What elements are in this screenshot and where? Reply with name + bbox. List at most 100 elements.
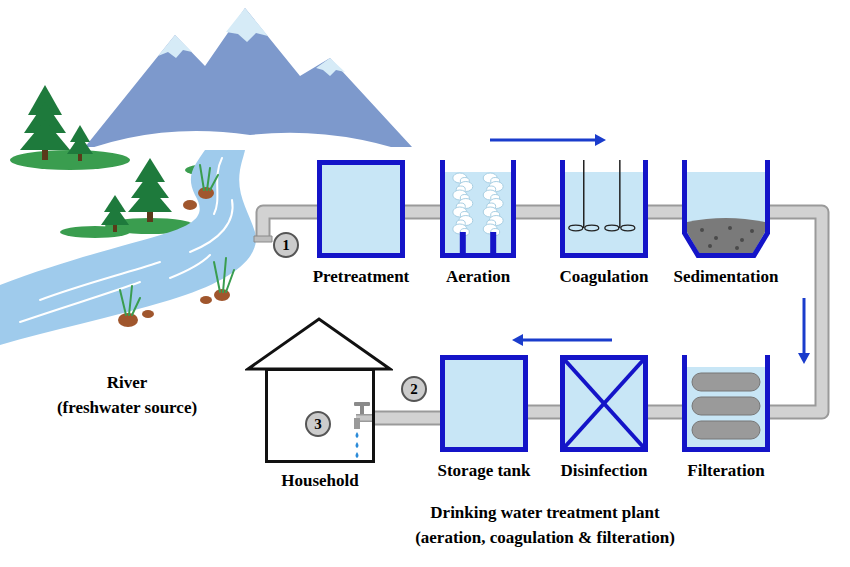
trees	[20, 85, 172, 232]
tank-water	[443, 172, 513, 256]
pipe-wall	[405, 205, 440, 220]
tank	[440, 355, 528, 452]
pipe	[528, 412, 560, 413]
tank	[682, 160, 770, 258]
treatment-tank-node: Filteration	[682, 355, 770, 481]
tank-shape	[682, 355, 770, 452]
stirrer-blade	[621, 225, 635, 231]
pipe	[516, 212, 560, 213]
treatment-tank-node: Aeration	[440, 160, 516, 287]
tank-outline	[562, 160, 645, 256]
tank-water	[685, 367, 767, 450]
pipe-wall	[770, 212, 822, 412]
filter-layer	[692, 373, 760, 391]
pipe	[375, 418, 440, 419]
treatment-tank-node: Storage tank	[437, 355, 530, 481]
tank-shape	[440, 160, 516, 258]
pipe-wall	[648, 205, 682, 220]
pipe-core	[770, 212, 822, 412]
node-label: Aeration	[446, 267, 510, 287]
tank	[560, 355, 648, 452]
sludge-grain	[700, 228, 704, 232]
tank-outline	[443, 358, 526, 450]
stirrer-shaft	[583, 160, 585, 228]
tank-shape	[560, 355, 648, 452]
node-label: Household	[281, 471, 358, 491]
house-roof	[245, 316, 393, 371]
sludge-grain	[708, 244, 712, 248]
pipe-wall	[516, 205, 560, 220]
river	[0, 150, 256, 345]
pipe	[648, 412, 682, 413]
tank-water	[686, 172, 766, 254]
cross-mark	[563, 358, 646, 450]
pipe-core	[648, 407, 682, 418]
cross-mark	[563, 358, 646, 450]
roof-outline	[248, 319, 390, 369]
source-label: River	[107, 373, 148, 393]
sludge-grain	[750, 229, 754, 233]
sludge-grain	[714, 236, 718, 240]
node-label: Pretreatment	[313, 267, 410, 287]
pipe-wall	[648, 405, 682, 420]
pipe-core	[648, 207, 682, 218]
tank-shape	[682, 160, 770, 258]
filter-layer	[692, 397, 760, 415]
stirrer-blade	[605, 225, 619, 231]
treatment-tank-node: Disinfection	[560, 355, 648, 481]
tank	[440, 160, 516, 258]
callout-number: 3	[305, 411, 331, 437]
pipe-core	[405, 207, 440, 218]
tank-outline	[685, 355, 768, 450]
tank-outline	[685, 160, 768, 256]
sludge	[687, 218, 765, 253]
pipe	[770, 212, 822, 412]
node-label: Disinfection	[561, 461, 648, 481]
air-diffuser	[460, 232, 466, 254]
tank-water	[319, 163, 402, 256]
tank-outline	[563, 358, 646, 450]
node-label: Coagulation	[560, 267, 649, 287]
filter-layer	[692, 421, 760, 439]
pipe-wall	[375, 411, 440, 426]
tank-water	[563, 172, 645, 256]
source-label: (freshwater source)	[57, 398, 197, 418]
tank-outline	[443, 160, 514, 256]
pipe	[405, 212, 440, 213]
pipe	[648, 212, 682, 213]
mountains	[60, 8, 430, 175]
node-label: Storage tank	[437, 461, 530, 481]
tank-outline	[319, 163, 402, 256]
sludge-grain	[728, 226, 732, 230]
tank-shape	[317, 160, 405, 258]
treatment-tank-node: Sedimentation	[674, 160, 779, 287]
pipe-core	[516, 207, 560, 218]
caption: Drinking water treatment plant (aeration…	[403, 500, 688, 550]
pipe-core	[528, 407, 560, 418]
node-label: Sedimentation	[674, 267, 779, 287]
callout-number: 2	[401, 376, 427, 402]
pipe-wall	[528, 405, 560, 420]
flow-arrows	[490, 134, 810, 364]
air-diffuser	[490, 232, 496, 254]
tank-water	[563, 358, 646, 450]
treatment-tank-node: Pretreatment	[313, 160, 410, 287]
stirrer-blade	[569, 225, 583, 231]
rocks	[118, 187, 230, 327]
treatment-tank-node: Coagulation	[560, 160, 649, 287]
stirrer-blade	[585, 225, 599, 231]
tank	[560, 160, 648, 258]
callout-number: 1	[273, 232, 299, 258]
node-label: Filteration	[687, 461, 764, 481]
tank-shape	[440, 355, 528, 452]
tank-water	[443, 358, 526, 450]
pipe-core	[375, 413, 440, 424]
tank	[317, 160, 405, 258]
reeds	[120, 165, 234, 315]
tank-shape	[560, 160, 648, 258]
tank	[682, 355, 770, 452]
sludge-grain	[740, 238, 744, 242]
sludge-grain	[735, 246, 739, 250]
stirrer-shaft	[619, 160, 621, 228]
